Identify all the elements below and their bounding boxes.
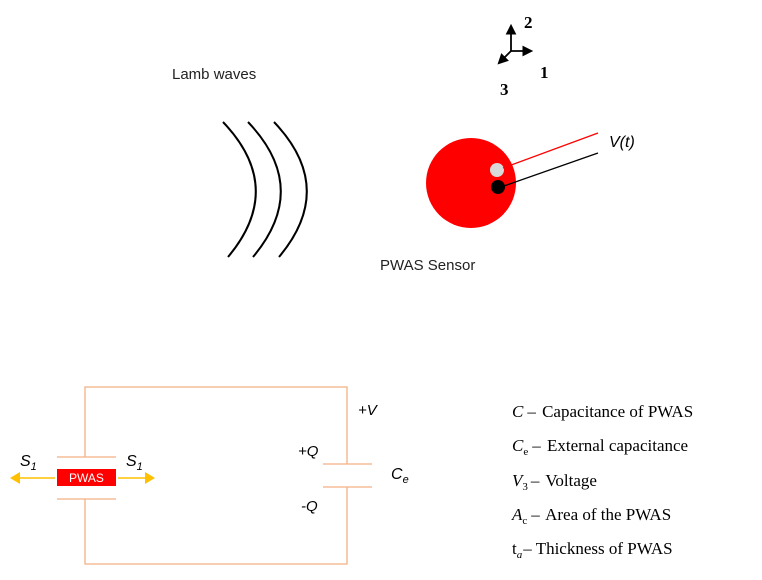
black-lead-wire (503, 152, 599, 187)
right-stress-label: S1 (126, 453, 143, 473)
pwas-element (57, 469, 116, 486)
voltage-label: V(t) (609, 134, 635, 151)
axis-2-label: 2 (524, 13, 533, 32)
ce-label: Ce (391, 466, 409, 486)
legend-item: V3– Voltage (512, 471, 597, 493)
pwas-sensor-disc (426, 138, 516, 228)
left-stress-label: S1 (20, 453, 37, 473)
legend-item: C– Capacitance of PWAS (512, 402, 693, 421)
left-stress-arrowhead (10, 472, 20, 484)
wave-arc-3 (273, 121, 308, 258)
lamb-waves-label: Lamb waves (172, 66, 256, 83)
symbol-legend: C– Capacitance of PWAS Ce– External capa… (511, 402, 693, 561)
circuit: PWAS S1 S1 +V +Q -Q Ce (10, 386, 409, 565)
wave-arc-1 (222, 121, 257, 258)
red-lead-wire (502, 132, 599, 169)
bottom-electrode (491, 180, 505, 194)
wave-arc-2 (247, 121, 282, 258)
top-electrode (490, 163, 504, 177)
right-stress-arrowhead (145, 472, 155, 484)
axis-1-label: 1 (540, 63, 549, 82)
legend-item: Ce– External capacitance (512, 436, 688, 458)
axis-3-arrow (497, 50, 512, 65)
axis-3-label: 3 (500, 80, 509, 99)
legend-item: ta– Thickness of PWAS (512, 539, 673, 561)
minus-q-label: -Q (301, 498, 318, 515)
pwas-element-label: PWAS (69, 471, 104, 485)
plus-v-label: +V (358, 402, 379, 419)
pwas-sensor-label: PWAS Sensor (380, 257, 475, 274)
circuit-wire (84, 386, 348, 565)
coordinate-axes: 2 1 3 (497, 13, 549, 99)
plus-q-label: +Q (298, 443, 319, 460)
legend-item: Ac– Area of the PWAS (511, 505, 671, 527)
